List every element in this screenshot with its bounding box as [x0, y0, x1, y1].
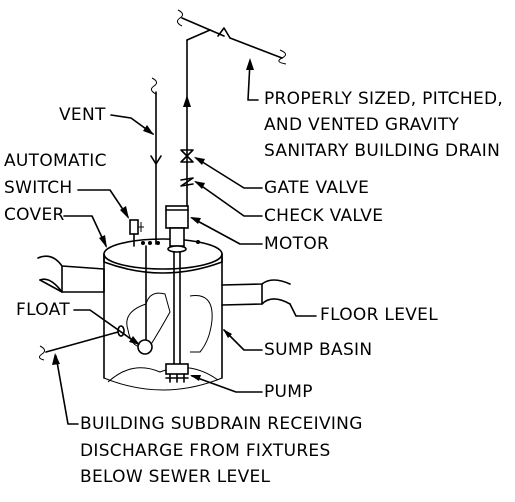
basin-cover — [103, 238, 223, 274]
float — [137, 245, 153, 355]
label-subdrain-line-1: BUILDING SUBDRAIN RECEIVING — [80, 414, 363, 434]
gate-valve — [180, 149, 194, 163]
label-automatic: AUTOMATIC — [4, 151, 107, 171]
sump-basin — [103, 253, 223, 391]
pump — [165, 363, 189, 383]
floor-slab-left — [37, 255, 105, 293]
label-pump: PUMP — [264, 382, 313, 402]
label-motor: MOTOR — [264, 234, 330, 254]
leader-lines — [52, 58, 317, 425]
label-floor-level: FLOOR LEVEL — [320, 305, 438, 325]
label-vent: VENT — [59, 105, 106, 125]
label-subdrain-line-3: BELOW SEWER LEVEL — [80, 467, 271, 487]
label-drain-line-1: PROPERLY SIZED, PITCHED, — [264, 89, 504, 109]
label-switch: SWITCH — [4, 178, 73, 198]
label-check-valve: CHECK VALVE — [264, 206, 384, 226]
label-cover: COVER — [4, 205, 65, 225]
motor — [165, 205, 189, 371]
label-subdrain-line-2: DISCHARGE FROM FIXTURES — [80, 441, 331, 461]
label-drain-line-2: AND VENTED GRAVITY — [264, 115, 460, 135]
label-drain-line-3: SANITARY BUILDING DRAIN — [264, 141, 501, 161]
vent-pipe — [150, 77, 162, 245]
check-valve — [180, 177, 194, 187]
label-sump-basin: SUMP BASIN — [264, 340, 373, 360]
automatic-switch — [129, 219, 144, 247]
label-gate-valve: GATE VALVE — [264, 178, 370, 198]
floor-slab-right — [221, 279, 291, 306]
label-float: FLOAT — [16, 300, 70, 320]
subdrain-inlet — [38, 325, 125, 361]
